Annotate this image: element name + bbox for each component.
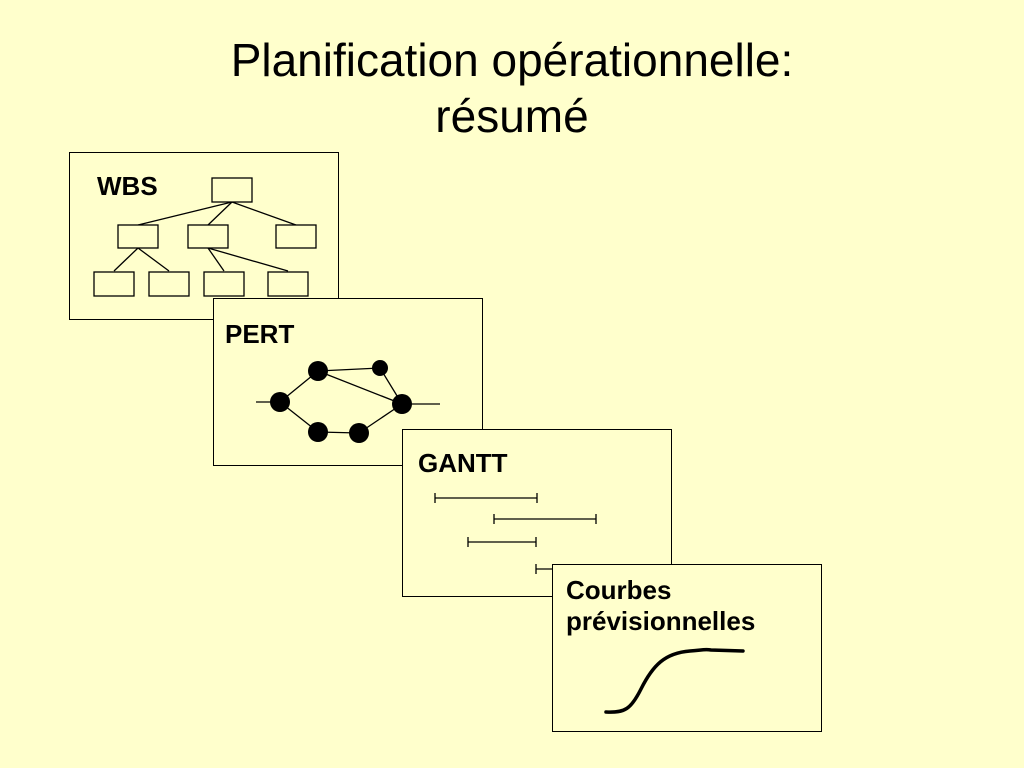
pert-label: PERT [225,319,295,349]
forecast-curves-label-line-2: prévisionnelles [566,606,756,636]
forecast-curves-label-line-1: Courbes [566,575,672,605]
pert-node [308,422,328,442]
forecast-curves-card: Courbes prévisionnelles [552,564,822,732]
wbs-link [207,247,225,272]
pert-network-diagram [256,360,440,443]
wbs-link [231,201,297,226]
slide-title-line-1: Planification opérationnelle: [230,34,794,86]
pert-node [308,361,328,381]
pert-node [270,392,290,412]
wbs-node [275,224,317,249]
gantt-chart-diagram [434,493,597,574]
gantt-label: GANTT [418,448,508,478]
pert-node [392,394,412,414]
pert-node [349,423,369,443]
wbs-link [207,201,233,226]
wbs-link [113,247,139,272]
s-curve-line [604,647,745,714]
wbs-link [137,201,233,226]
wbs-node [187,224,229,249]
wbs-tree-diagram [93,177,317,297]
s-curve-diagram [604,647,745,714]
wbs-link [207,247,289,272]
gantt-bar [535,564,555,574]
wbs-root-node [211,177,253,203]
wbs-card: WBS [69,152,339,320]
pert-node [372,360,388,376]
wbs-leaf-node [267,271,309,297]
pert-edge [317,367,381,372]
gantt-bar [434,493,538,503]
gantt-bar [467,537,537,547]
wbs-leaf-node [148,271,190,297]
pert-edge [317,370,403,405]
gantt-bar [493,514,597,524]
wbs-link [137,247,170,272]
wbs-leaf-node [203,271,245,297]
gantt-card: GANTT [402,429,672,597]
wbs-node [117,224,159,249]
slide-title: Planification opérationnelle: résumé [0,32,1024,144]
wbs-label: WBS [97,171,158,201]
wbs-leaf-node [93,271,135,297]
slide-title-line-2: résumé [435,90,589,142]
